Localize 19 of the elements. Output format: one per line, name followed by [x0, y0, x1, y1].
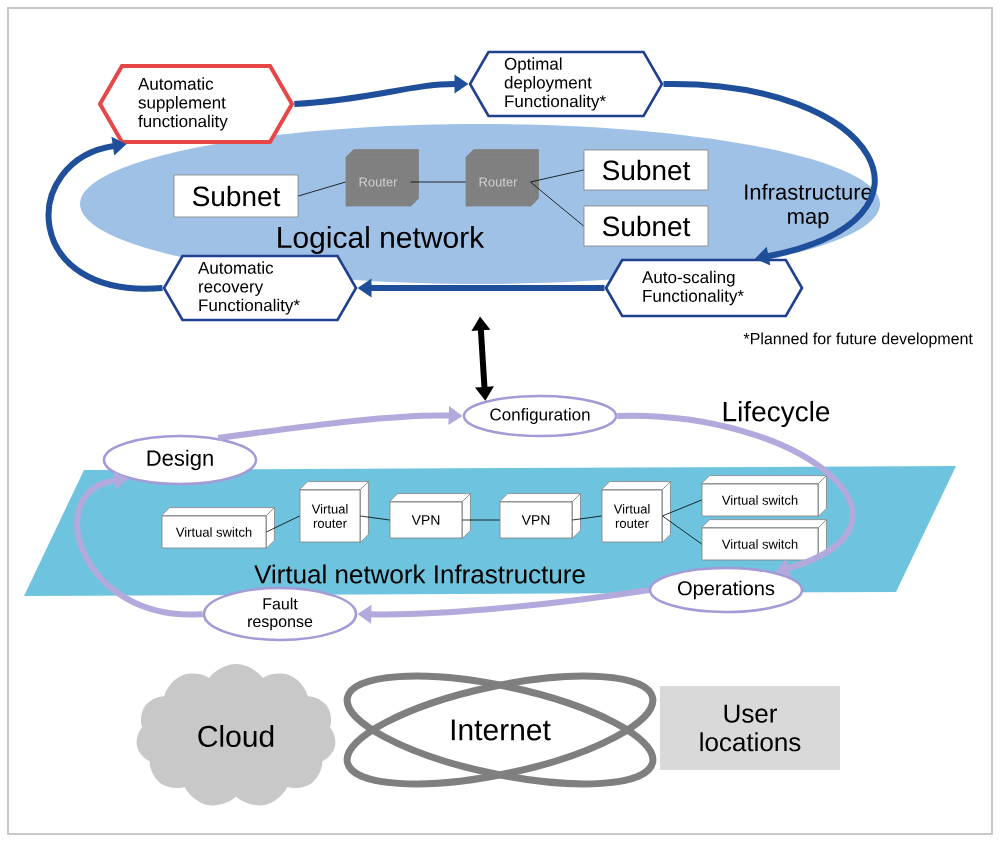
footnote: *Planned for future development: [743, 332, 973, 348]
function-hexagon: Automatic recovery Functionality*: [162, 254, 358, 322]
stage-oval: Design: [102, 434, 258, 486]
arrow: [74, 471, 203, 617]
stage-oval: Operations: [648, 566, 804, 614]
arrow: [617, 413, 855, 578]
subnet-box: Subnet: [583, 149, 709, 191]
function-hexagon: Auto-scaling Functionality*: [604, 258, 804, 318]
internet-drawing: Internet: [343, 672, 657, 788]
arrow: [663, 81, 878, 266]
location-box: User locations: [660, 686, 840, 770]
subnet-box: Subnet: [173, 174, 299, 218]
function-hexagon: Optimal deployment Functionality*: [468, 50, 664, 118]
arrow: [45, 136, 163, 291]
function-hexagon: Automatic supplement functionality: [97, 64, 295, 144]
stage-oval: Fault response: [202, 586, 358, 642]
subnet-box: Subnet: [583, 205, 709, 247]
stage-oval: Configuration: [462, 394, 618, 438]
section-title: Lifecycle: [723, 400, 830, 428]
